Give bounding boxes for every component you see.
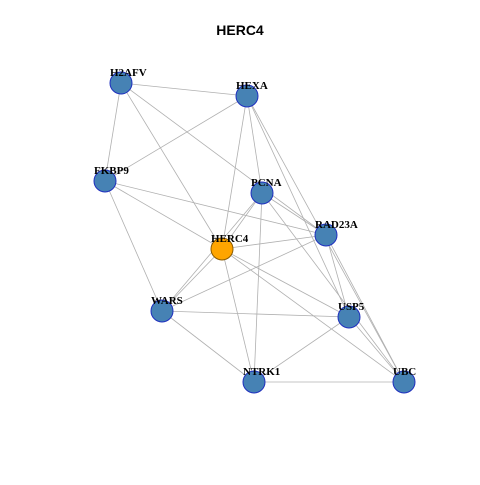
node-h2afv[interactable] bbox=[109, 71, 133, 95]
node-label-wars: WARS bbox=[151, 295, 183, 307]
node-fkbp9[interactable] bbox=[93, 169, 117, 193]
node-usp5[interactable] bbox=[337, 305, 361, 329]
edge-h2afv-fkbp9 bbox=[104, 82, 122, 182]
edge-rad23a-usp5 bbox=[325, 234, 350, 318]
edge-wars-ntrk1 bbox=[161, 310, 255, 383]
edge-herc4-ntrk1 bbox=[221, 248, 255, 383]
node-label-fkbp9: FKBP9 bbox=[94, 165, 129, 177]
edge-herc4-usp5 bbox=[221, 248, 350, 318]
node-ubc[interactable] bbox=[392, 370, 416, 394]
node-wars[interactable] bbox=[150, 299, 174, 323]
edge-hexa-pcna bbox=[246, 95, 263, 194]
edge-pcna-rad23a bbox=[261, 192, 327, 236]
edge-rad23a-herc4 bbox=[221, 234, 327, 250]
node-label-rad23a: RAD23A bbox=[315, 219, 358, 231]
edge-hexa-fkbp9 bbox=[104, 95, 248, 182]
edge-hexa-usp5 bbox=[246, 95, 350, 318]
node-rad23a[interactable] bbox=[314, 223, 338, 247]
edge-fkbp9-herc4 bbox=[104, 180, 223, 250]
edges-layer bbox=[104, 82, 405, 383]
edge-h2afv-hexa bbox=[120, 82, 248, 97]
node-label-hexa: HEXA bbox=[236, 80, 268, 92]
edge-hexa-herc4 bbox=[221, 95, 248, 250]
edge-rad23a-ubc bbox=[325, 234, 405, 383]
node-label-herc4: HERC4 bbox=[211, 233, 249, 245]
edge-pcna-ubc bbox=[261, 192, 405, 383]
node-label-h2afv: H2AFV bbox=[110, 67, 147, 79]
edge-wars-usp5 bbox=[161, 310, 350, 318]
node-hexa[interactable] bbox=[235, 84, 259, 108]
edge-herc4-wars bbox=[161, 248, 223, 312]
node-label-pcna: PCNA bbox=[251, 177, 282, 189]
nodes-layer bbox=[93, 71, 416, 394]
edge-usp5-ntrk1 bbox=[253, 316, 350, 383]
edge-usp5-ubc bbox=[348, 316, 405, 383]
edge-pcna-ntrk1 bbox=[253, 192, 263, 383]
node-label-ntrk1: NTRK1 bbox=[243, 366, 280, 378]
node-label-usp5: USP5 bbox=[338, 301, 365, 313]
edge-h2afv-herc4 bbox=[120, 82, 223, 250]
node-ntrk1[interactable] bbox=[242, 370, 266, 394]
edge-rad23a-wars bbox=[161, 234, 327, 312]
edge-fkbp9-wars bbox=[104, 180, 163, 312]
edge-h2afv-rad23a bbox=[120, 82, 327, 236]
edge-fkbp9-rad23a bbox=[104, 180, 327, 236]
node-pcna[interactable] bbox=[250, 181, 274, 205]
node-label-ubc: UBC bbox=[393, 366, 416, 378]
node-herc4[interactable] bbox=[210, 237, 234, 261]
chart-title: HERC4 bbox=[216, 22, 264, 38]
